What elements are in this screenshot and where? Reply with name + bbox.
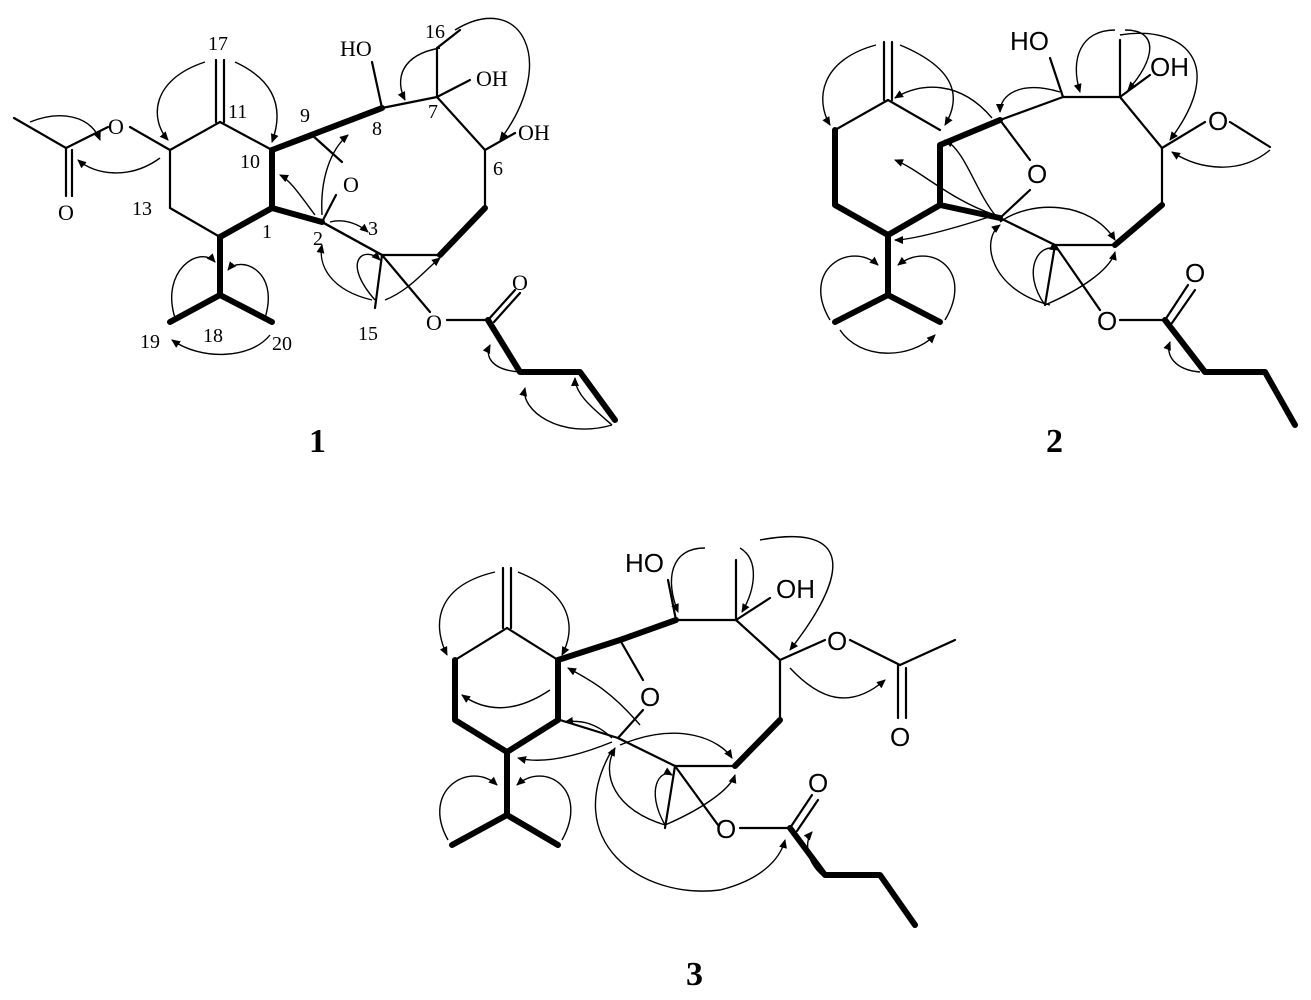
c1-o-ring: O (343, 172, 359, 197)
c1-atom-7: 7 (428, 101, 438, 123)
c1-atom-18: 18 (203, 325, 223, 347)
c1-atom-11: 11 (228, 101, 247, 123)
c1-o-acetate-keto: O (58, 200, 74, 225)
compound-1-structure: O O HO OH OH O O O 17 11 9 8 7 16 6 10 1… (12, 17, 618, 460)
c3-o-acetate-keto: O (890, 722, 910, 752)
c2-ho: HO (1010, 26, 1049, 56)
c1-oh-7: OH (476, 66, 508, 91)
c3-oh: OH (776, 574, 815, 604)
c2-o-butyrate-keto: O (1185, 258, 1205, 288)
c2-o-butyrate: O (1097, 306, 1117, 336)
c1-atom-9: 9 (300, 105, 310, 127)
c1-o-butyrate-keto: O (512, 270, 528, 295)
c1-atom-2: 2 (313, 228, 323, 250)
c2-oh: OH (1150, 52, 1189, 82)
compound-1-label: 1 (309, 423, 326, 460)
c1-atom-6: 6 (493, 158, 503, 180)
c1-atom-17: 17 (208, 33, 228, 55)
c2-o-methoxy: O (1208, 106, 1228, 136)
compound-2-label: 2 (1046, 423, 1063, 460)
c3-o-ring: O (640, 682, 660, 712)
c3-ho: HO (625, 548, 664, 578)
c1-o-butyrate: O (426, 310, 442, 335)
c2-o-ring: O (1027, 159, 1047, 189)
c1-atom-20: 20 (272, 333, 292, 355)
c1-oh-6: OH (518, 120, 550, 145)
c1-atom-1: 1 (262, 221, 272, 243)
c1-atom-15: 15 (358, 323, 378, 345)
c1-atom-3: 3 (368, 218, 378, 240)
compound-3-structure: HO OH O O O O O 3 (438, 536, 957, 993)
c1-o-acetate: O (108, 114, 124, 139)
c1-atom-13: 13 (132, 198, 152, 220)
c3-o-butyrate-keto: O (808, 768, 828, 798)
compound-2-structure: HO OH O O O O 2 (820, 26, 1298, 460)
c1-atom-19: 19 (140, 331, 160, 353)
c1-ho-8: HO (340, 36, 372, 61)
c3-o-butyrate: O (716, 814, 736, 844)
c3-o-acetate: O (827, 626, 847, 656)
c1-atom-16: 16 (425, 21, 445, 43)
compound-3-label: 3 (686, 956, 703, 993)
c1-atom-8: 8 (372, 118, 382, 140)
c1-atom-10: 10 (240, 151, 260, 173)
